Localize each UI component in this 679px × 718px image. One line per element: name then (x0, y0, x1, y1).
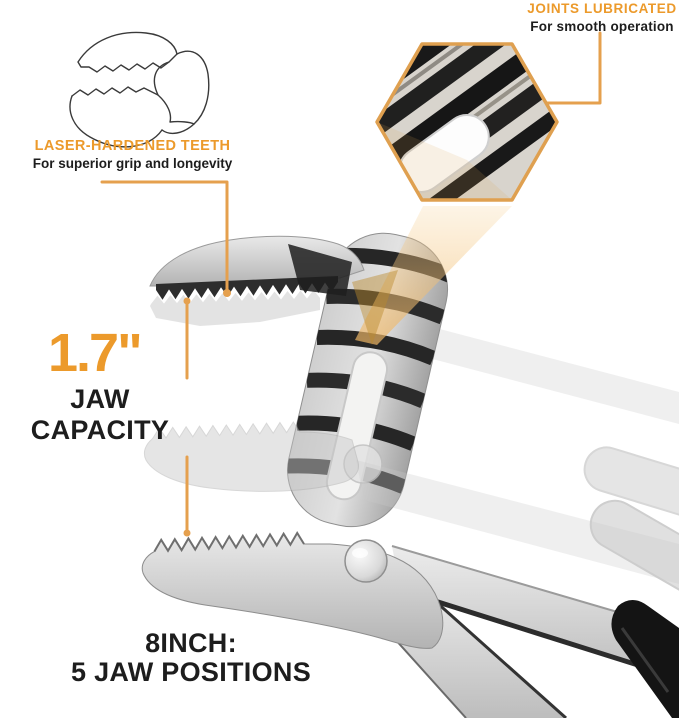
laser-hardened-teeth (156, 276, 338, 300)
teeth-title: LASER-HARDENED TEETH (34, 138, 231, 154)
ghost-pivot-pin (343, 444, 383, 484)
lower-jaw (141, 531, 567, 718)
pliers-sketch-icon (69, 31, 210, 148)
joint-closeup-hexagon (375, 42, 559, 202)
upper-handle (391, 545, 679, 718)
joints-subtitle: For smooth operation (530, 18, 674, 34)
ghost-grip (589, 499, 679, 601)
size-line2: 5 JAW POSITIONS (70, 657, 312, 687)
teeth-connector-line (100, 180, 229, 292)
upper-jaw (149, 235, 365, 300)
callout-teeth: LASER-HARDENED TEETH For superior grip a… (30, 138, 235, 171)
hexagon-frame (375, 42, 559, 202)
ghost-jaw-closed (150, 290, 320, 326)
size-line1: 8INCH: (145, 628, 237, 658)
callout-joints: JOINTS LUBRICATED For smooth operation (511, 1, 679, 34)
teeth-subtitle: For superior grip and longevity (32, 155, 233, 171)
jaw-capacity-value: 1.7" (48, 323, 143, 383)
closeup-grooves (377, 44, 557, 200)
adjustment-slot (325, 351, 389, 501)
ghost-handle-positions (398, 318, 679, 601)
teeth-connector-dot (223, 289, 231, 297)
ghost-jaw-middle (143, 421, 679, 584)
ghost-grip (583, 446, 679, 524)
joints-title: JOINTS LUBRICATED (527, 1, 677, 16)
callout-beam (352, 206, 512, 345)
size-info: 8INCH: 5 JAW POSITIONS (61, 629, 321, 687)
pivot-bolt (344, 539, 388, 583)
jaw-capacity-label: JAW CAPACITY (30, 384, 170, 446)
